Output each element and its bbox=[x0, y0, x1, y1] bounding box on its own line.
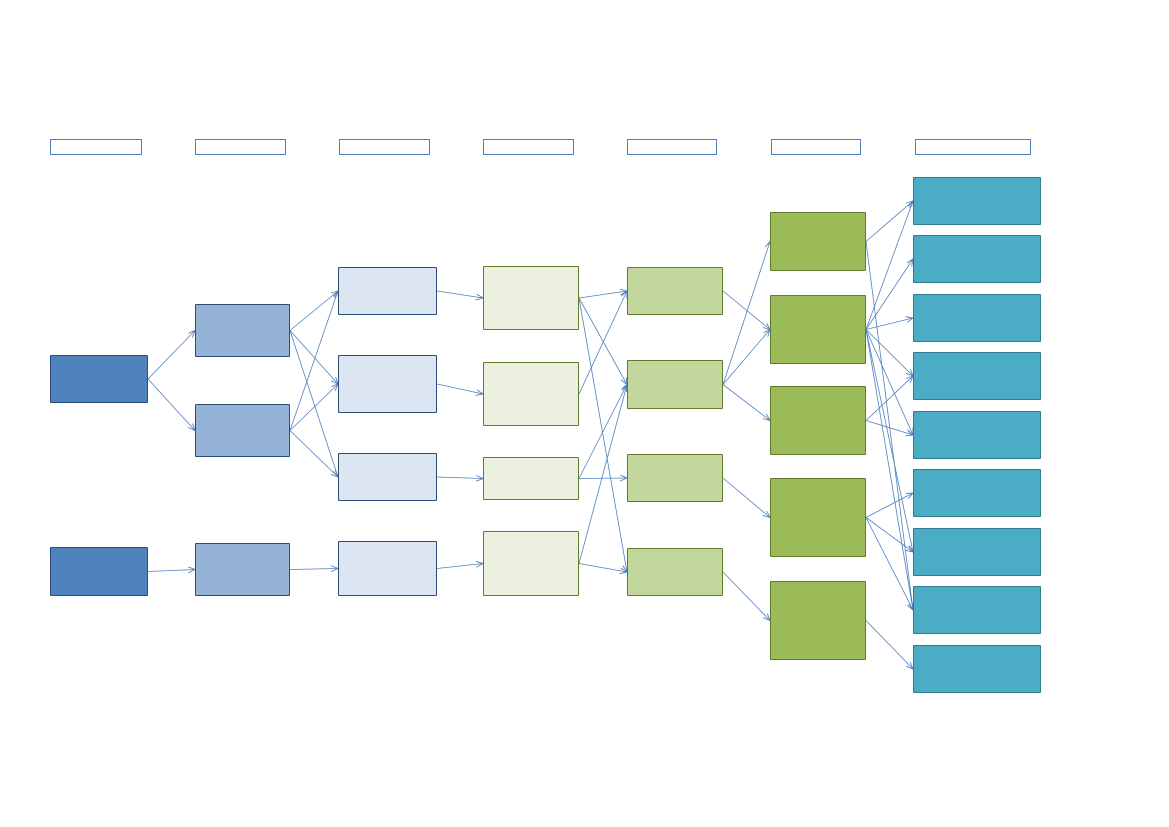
level-7-box bbox=[913, 235, 1041, 283]
connector-arrow bbox=[722, 571, 770, 621]
level-4-box bbox=[483, 266, 579, 330]
connector-arrow bbox=[578, 291, 627, 395]
connector-arrow bbox=[865, 318, 913, 330]
connector-arrow bbox=[865, 620, 913, 670]
connector-arrow bbox=[865, 241, 913, 611]
level-5-box bbox=[627, 267, 723, 315]
level-7-box bbox=[913, 177, 1041, 225]
connector-arrow bbox=[865, 329, 913, 436]
level-2-box bbox=[195, 543, 290, 596]
level-4-box bbox=[483, 362, 579, 426]
connector-arrow bbox=[578, 385, 627, 479]
connector-arrow bbox=[865, 329, 913, 377]
level-3-box bbox=[338, 541, 437, 596]
connector-arrow bbox=[722, 384, 770, 421]
connector-arrow bbox=[289, 384, 338, 431]
connector-arrow bbox=[147, 331, 195, 380]
level-5-box bbox=[627, 360, 723, 409]
level-5-box bbox=[627, 454, 723, 502]
level-7-box bbox=[913, 352, 1041, 400]
level-1-box bbox=[50, 547, 148, 596]
connector-arrow bbox=[722, 242, 770, 385]
connector-arrow bbox=[289, 291, 338, 431]
level-7-box bbox=[913, 469, 1041, 517]
level-7-box bbox=[913, 528, 1041, 576]
connector-arrow bbox=[578, 478, 627, 479]
connector-arrow bbox=[436, 290, 483, 298]
connector-arrow bbox=[436, 477, 483, 479]
level-6-box bbox=[770, 295, 866, 364]
level-6-box bbox=[770, 386, 866, 455]
connector-arrow bbox=[722, 290, 770, 330]
connector-arrow bbox=[722, 330, 770, 385]
connector-arrow bbox=[865, 201, 913, 242]
column-header-6 bbox=[771, 139, 861, 155]
connector-arrow bbox=[289, 330, 338, 385]
connector-arrow bbox=[289, 291, 338, 331]
level-3-box bbox=[338, 453, 437, 501]
connector-arrow bbox=[865, 493, 913, 518]
level-6-box bbox=[770, 212, 866, 271]
connector-arrow bbox=[436, 383, 483, 394]
connector-arrow bbox=[436, 564, 483, 569]
connector-arrow bbox=[865, 201, 913, 330]
connector-arrow bbox=[865, 329, 913, 553]
level-6-box bbox=[770, 581, 866, 660]
level-7-box bbox=[913, 411, 1041, 459]
level-4-box bbox=[483, 531, 579, 596]
level-3-box bbox=[338, 267, 437, 315]
connector-arrow bbox=[578, 297, 627, 572]
connector-arrow bbox=[865, 259, 913, 330]
connector-arrow bbox=[578, 385, 627, 564]
connector-arrow bbox=[147, 378, 195, 431]
connector-arrow bbox=[147, 570, 195, 572]
connector-arrow bbox=[289, 569, 338, 570]
connector-arrow bbox=[865, 420, 913, 436]
connector-arrow bbox=[578, 563, 627, 573]
column-header-3 bbox=[339, 139, 430, 155]
column-header-7 bbox=[915, 139, 1031, 155]
connector-arrow bbox=[289, 330, 338, 478]
connector-arrow bbox=[722, 477, 770, 518]
level-3-box bbox=[338, 355, 437, 413]
connector-arrow bbox=[578, 297, 627, 385]
connector-arrow bbox=[865, 329, 913, 611]
column-header-2 bbox=[195, 139, 286, 155]
connector-arrow bbox=[578, 291, 627, 299]
level-7-box bbox=[913, 645, 1041, 693]
level-4-box bbox=[483, 457, 579, 500]
level-7-box bbox=[913, 586, 1041, 634]
level-6-box bbox=[770, 478, 866, 557]
connector-arrow bbox=[865, 376, 913, 421]
level-1-box bbox=[50, 355, 148, 403]
level-7-box bbox=[913, 294, 1041, 342]
level-2-box bbox=[195, 304, 290, 357]
connector-arrow bbox=[865, 517, 913, 611]
connector-arrow bbox=[289, 430, 338, 478]
connector-arrow bbox=[865, 517, 913, 553]
level-5-box bbox=[627, 548, 723, 596]
level-2-box bbox=[195, 404, 290, 457]
column-header-4 bbox=[483, 139, 574, 155]
column-header-1 bbox=[50, 139, 142, 155]
column-header-5 bbox=[627, 139, 717, 155]
